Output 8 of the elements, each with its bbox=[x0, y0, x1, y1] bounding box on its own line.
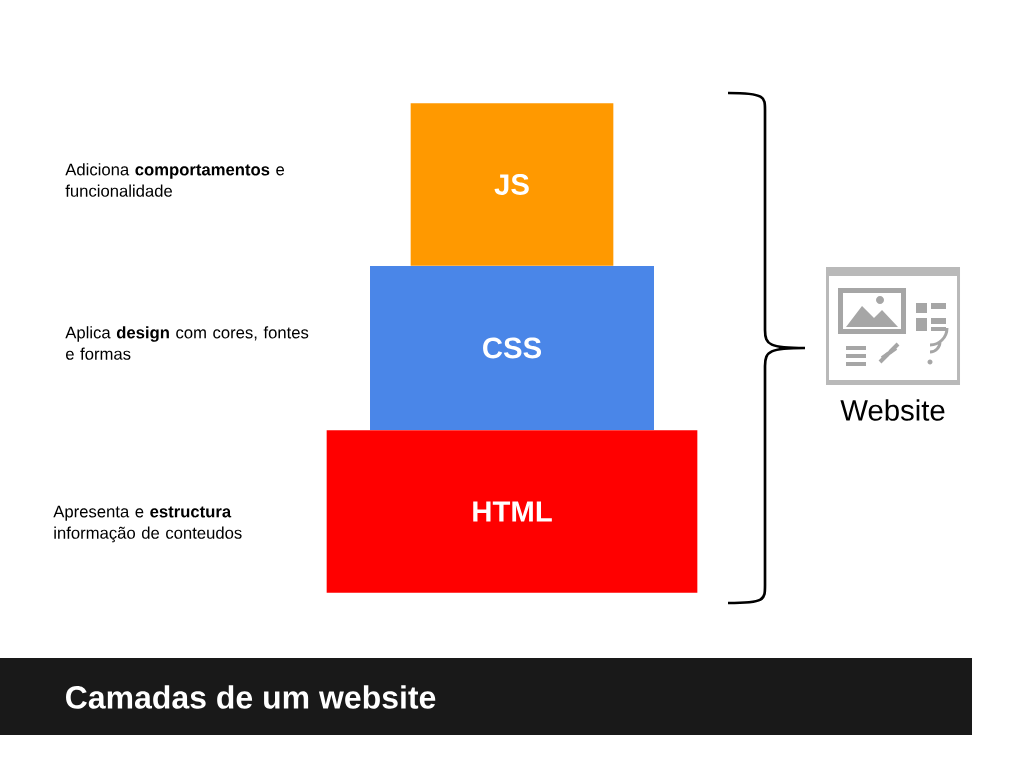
description-text: Apresenta e estructura informação de conteudos bbox=[53, 505, 242, 543]
description-text: Adiciona comportamentos e funcionalidade bbox=[65, 163, 285, 197]
description-text: Aplica design com cores, fontes e formas bbox=[65, 326, 309, 360]
layer-box: CSS bbox=[370, 266, 654, 430]
layer-box: JS bbox=[410, 103, 614, 266]
icon-caption: Website bbox=[840, 399, 945, 421]
layer-box: HTML bbox=[326, 430, 698, 593]
footer-band: Camadas de um website bbox=[0, 658, 972, 735]
